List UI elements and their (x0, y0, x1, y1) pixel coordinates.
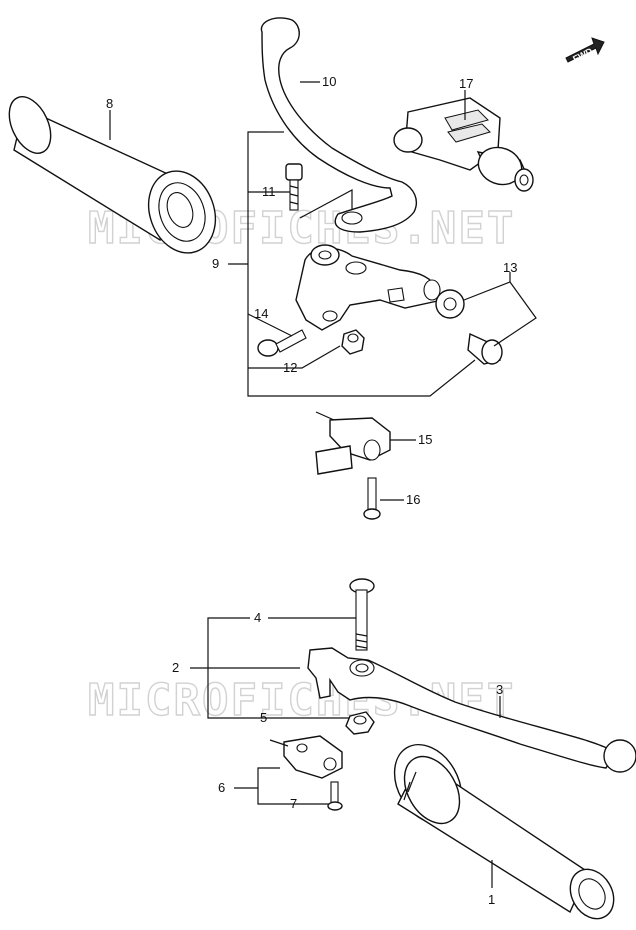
nut (341, 329, 365, 355)
brake-switch-screw (327, 781, 343, 811)
bracket-6 (257, 767, 330, 805)
label-part-12: 12 (283, 360, 297, 375)
label-part-13: 13 (503, 260, 517, 275)
front-nut (345, 711, 375, 735)
label-part-5: 5 (260, 710, 267, 725)
fwd-arrow-icon: FWD (565, 37, 605, 64)
leader-14 (247, 313, 293, 337)
throttle-grip (393, 743, 615, 920)
clutch-lever (260, 17, 418, 233)
label-part-15: 15 (418, 432, 432, 447)
switch-screw (363, 477, 381, 520)
clutch-switch (393, 97, 534, 192)
label-part-7: 7 (290, 796, 297, 811)
label-part-16: 16 (406, 492, 420, 507)
lever-switch (315, 411, 391, 475)
label-part-2: 2 (172, 660, 179, 675)
label-part-4: 4 (254, 610, 261, 625)
front-pivot-bolt (349, 578, 375, 651)
brake-lever (307, 647, 636, 773)
holder-screw (257, 329, 307, 357)
left-grip (8, 96, 217, 254)
pivot-bolt (285, 163, 303, 211)
cable-adjuster (435, 289, 503, 365)
label-part-17: 17 (459, 76, 473, 91)
leader-13 (463, 281, 537, 347)
label-part-10: 10 (322, 74, 336, 89)
lever-holder (295, 244, 443, 331)
label-part-8: 8 (106, 96, 113, 111)
label-part-3: 3 (496, 682, 503, 697)
bracket-9 (247, 131, 476, 397)
brake-switch (269, 735, 343, 779)
label-part-9: 9 (212, 256, 219, 271)
label-part-14: 14 (254, 306, 268, 321)
label-part-1: 1 (488, 892, 495, 907)
label-part-11: 11 (262, 184, 276, 199)
label-part-6: 6 (218, 780, 225, 795)
leader-12 (248, 345, 341, 369)
